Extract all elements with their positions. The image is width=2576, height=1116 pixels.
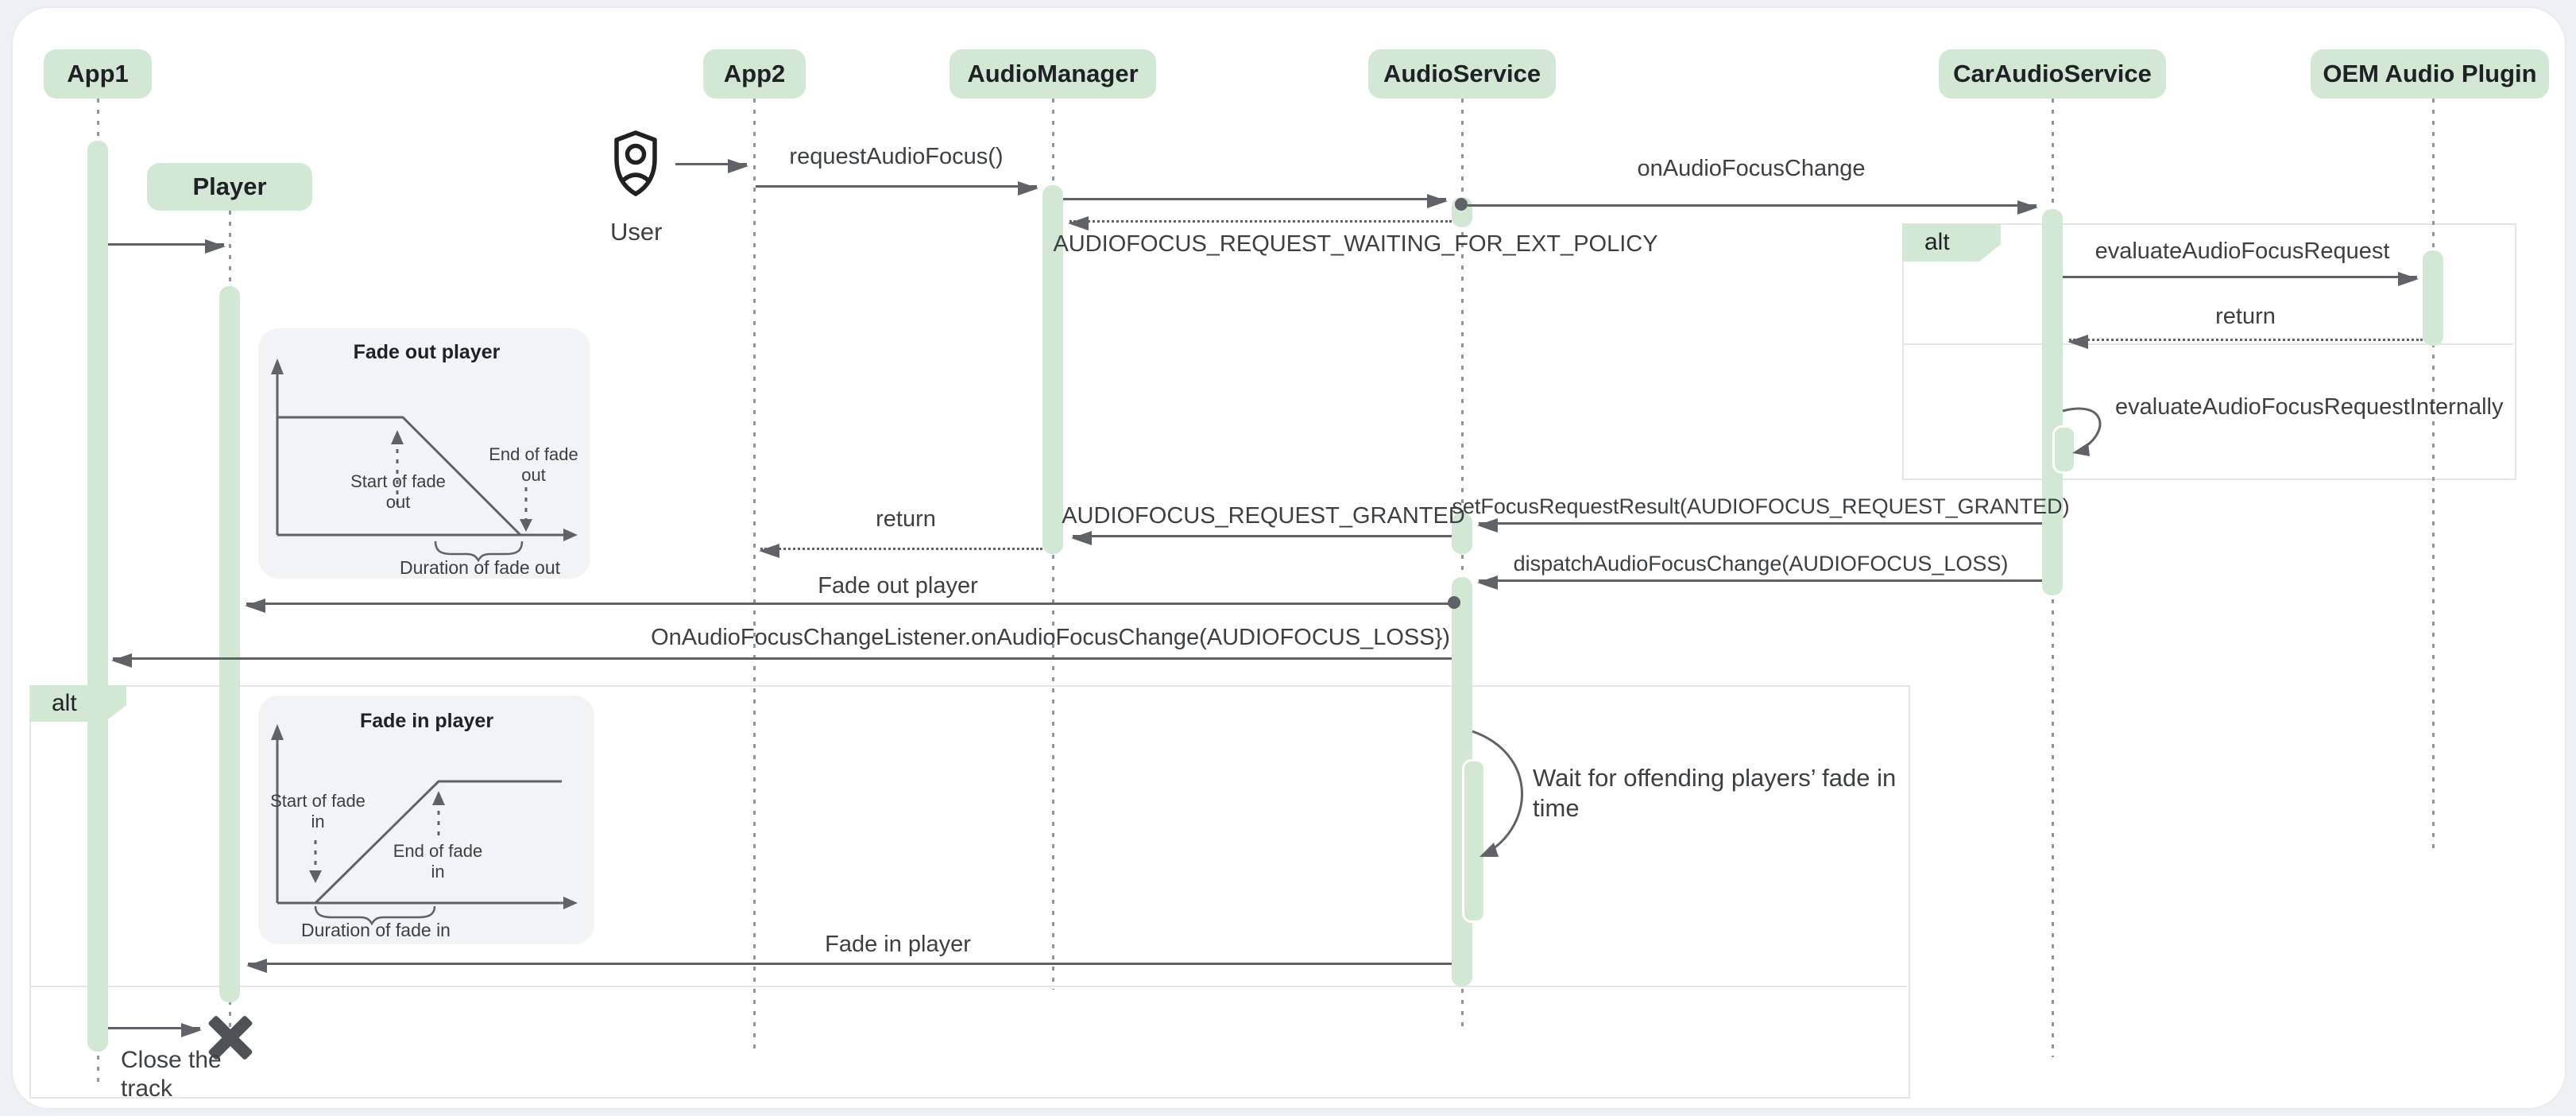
activation-bar-audio-manager (1042, 185, 1063, 554)
message-origin-dot-fade-out (1448, 596, 1460, 609)
message-waiting-ext-policy: AUDIOFOCUS_REQUEST_WAITING_FOR_EXT_POLIC… (1053, 231, 1658, 257)
fade-in-end-label: End of fade in (393, 841, 483, 882)
activation-bar-audio-service-nested (1462, 759, 1486, 923)
lifeline-oem-audio-plugin (2432, 99, 2435, 852)
message-fade-in-player: Fade in player (825, 932, 971, 957)
arrow-fade-in-player (246, 959, 1452, 973)
alt-fragment-oem-divider (1902, 343, 2513, 345)
fade-out-chart-axes (271, 358, 578, 563)
message-close-the-track: Close the track (121, 1047, 222, 1102)
alt-fragment-oem (1902, 223, 2516, 480)
arrow-evaluate-audio-focus-request (2063, 272, 2419, 286)
alt-fragment-player (29, 685, 1910, 1099)
inset-fade-out-chart: Fade out player Start of fade out End of… (258, 328, 590, 579)
message-origin-dot-on-audio-focus-change (1455, 198, 1468, 211)
arrow-return-app2 (759, 544, 1042, 558)
activation-bar-car-audio-service (2042, 209, 2063, 595)
participant-oem-audio-plugin: OEM Audio Plugin (2311, 49, 2549, 99)
fade-in-duration-label: Duration of fade in (301, 920, 451, 940)
alt-fragment-player-divider (29, 986, 1907, 987)
arrow-app1-to-player (108, 239, 226, 254)
arrow-fade-out-player (245, 599, 1451, 613)
activation-bar-app1 (87, 141, 108, 1052)
fade-out-end-label: End of fade out (489, 444, 578, 485)
lifeline-audio-service (1461, 99, 1464, 1033)
message-return-app2: return (876, 506, 936, 532)
activation-bar-car-audio-service-nested (2052, 425, 2076, 474)
message-evaluate-audio-focus-request: evaluateAudioFocusRequest (2094, 238, 2390, 264)
participant-app1: App1 (44, 49, 152, 99)
arrow-return-oem (2067, 335, 2423, 349)
user-actor-icon (614, 130, 657, 196)
message-return-oem: return (2215, 304, 2276, 329)
fade-out-duration-label: Duration of fade out (400, 557, 561, 578)
arrow-set-focus-request-result (1477, 518, 2042, 533)
message-request-granted: AUDIOFOCUS_REQUEST_GRANTED (1062, 503, 1465, 529)
message-on-focus-loss-listener: OnAudioFocusChangeListener.onAudioFocusC… (651, 625, 1450, 650)
fade-in-start-label: Start of fade in (270, 791, 366, 831)
arrow-on-audio-focus-change (1468, 200, 2038, 215)
arrow-request-audio-focus (756, 181, 1039, 196)
message-on-audio-focus-change: onAudioFocusChange (1637, 156, 1866, 181)
fade-out-start-label: Start of fade out (350, 471, 446, 512)
participant-audio-manager: AudioManager (950, 49, 1156, 99)
self-arrow-evaluate-internally (2062, 407, 2102, 456)
arrow-close-the-track (108, 1023, 202, 1037)
participant-car-audio-service: CarAudioService (1939, 49, 2166, 99)
message-evaluate-internally: evaluateAudioFocusRequestInternally (2115, 394, 2504, 420)
self-arrow-wait-fade-in (1472, 730, 1523, 857)
arrow-user-to-app2 (675, 159, 748, 173)
participant-player: Player (147, 163, 312, 211)
activation-bar-oem (2423, 250, 2443, 346)
message-request-audio-focus: requestAudioFocus() (789, 144, 1004, 169)
lifeline-app2 (753, 99, 756, 1049)
arrow-request-granted (1071, 531, 1452, 545)
fade-out-chart-title: Fade out player (353, 341, 501, 363)
activation-bar-player (219, 286, 240, 1002)
arrow-return-waiting-ext-policy (1068, 216, 1452, 231)
arrow-audio-manager-to-audio-service (1063, 194, 1448, 208)
message-fade-out-player: Fade out player (818, 573, 978, 599)
arrow-dispatch-focus-change (1477, 575, 2042, 590)
user-actor-label: User (610, 218, 663, 246)
participant-app2: App2 (703, 49, 806, 99)
fade-in-chart-title: Fade in player (359, 710, 494, 732)
fade-in-chart-axes (271, 724, 578, 926)
inset-fade-in-chart: Fade in player Start of fade in End of f… (258, 696, 594, 944)
message-wait-for-fade-in: Wait for offending players’ fade in time (1533, 764, 1897, 822)
participant-audio-service: AudioService (1368, 49, 1556, 99)
alt-fragment-player-label: alt (29, 685, 126, 722)
message-dispatch-focus-change: dispatchAudioFocusChange(AUDIOFOCUS_LOSS… (1513, 552, 2009, 575)
alt-fragment-oem-label: alt (1902, 223, 2001, 262)
message-set-focus-request-result: setFocusRequestResult(AUDIOFOCUS_REQUEST… (1452, 494, 2070, 518)
activation-bar-audio-service-2 (1452, 513, 1472, 554)
arrow-on-focus-loss-listener (111, 653, 1452, 668)
